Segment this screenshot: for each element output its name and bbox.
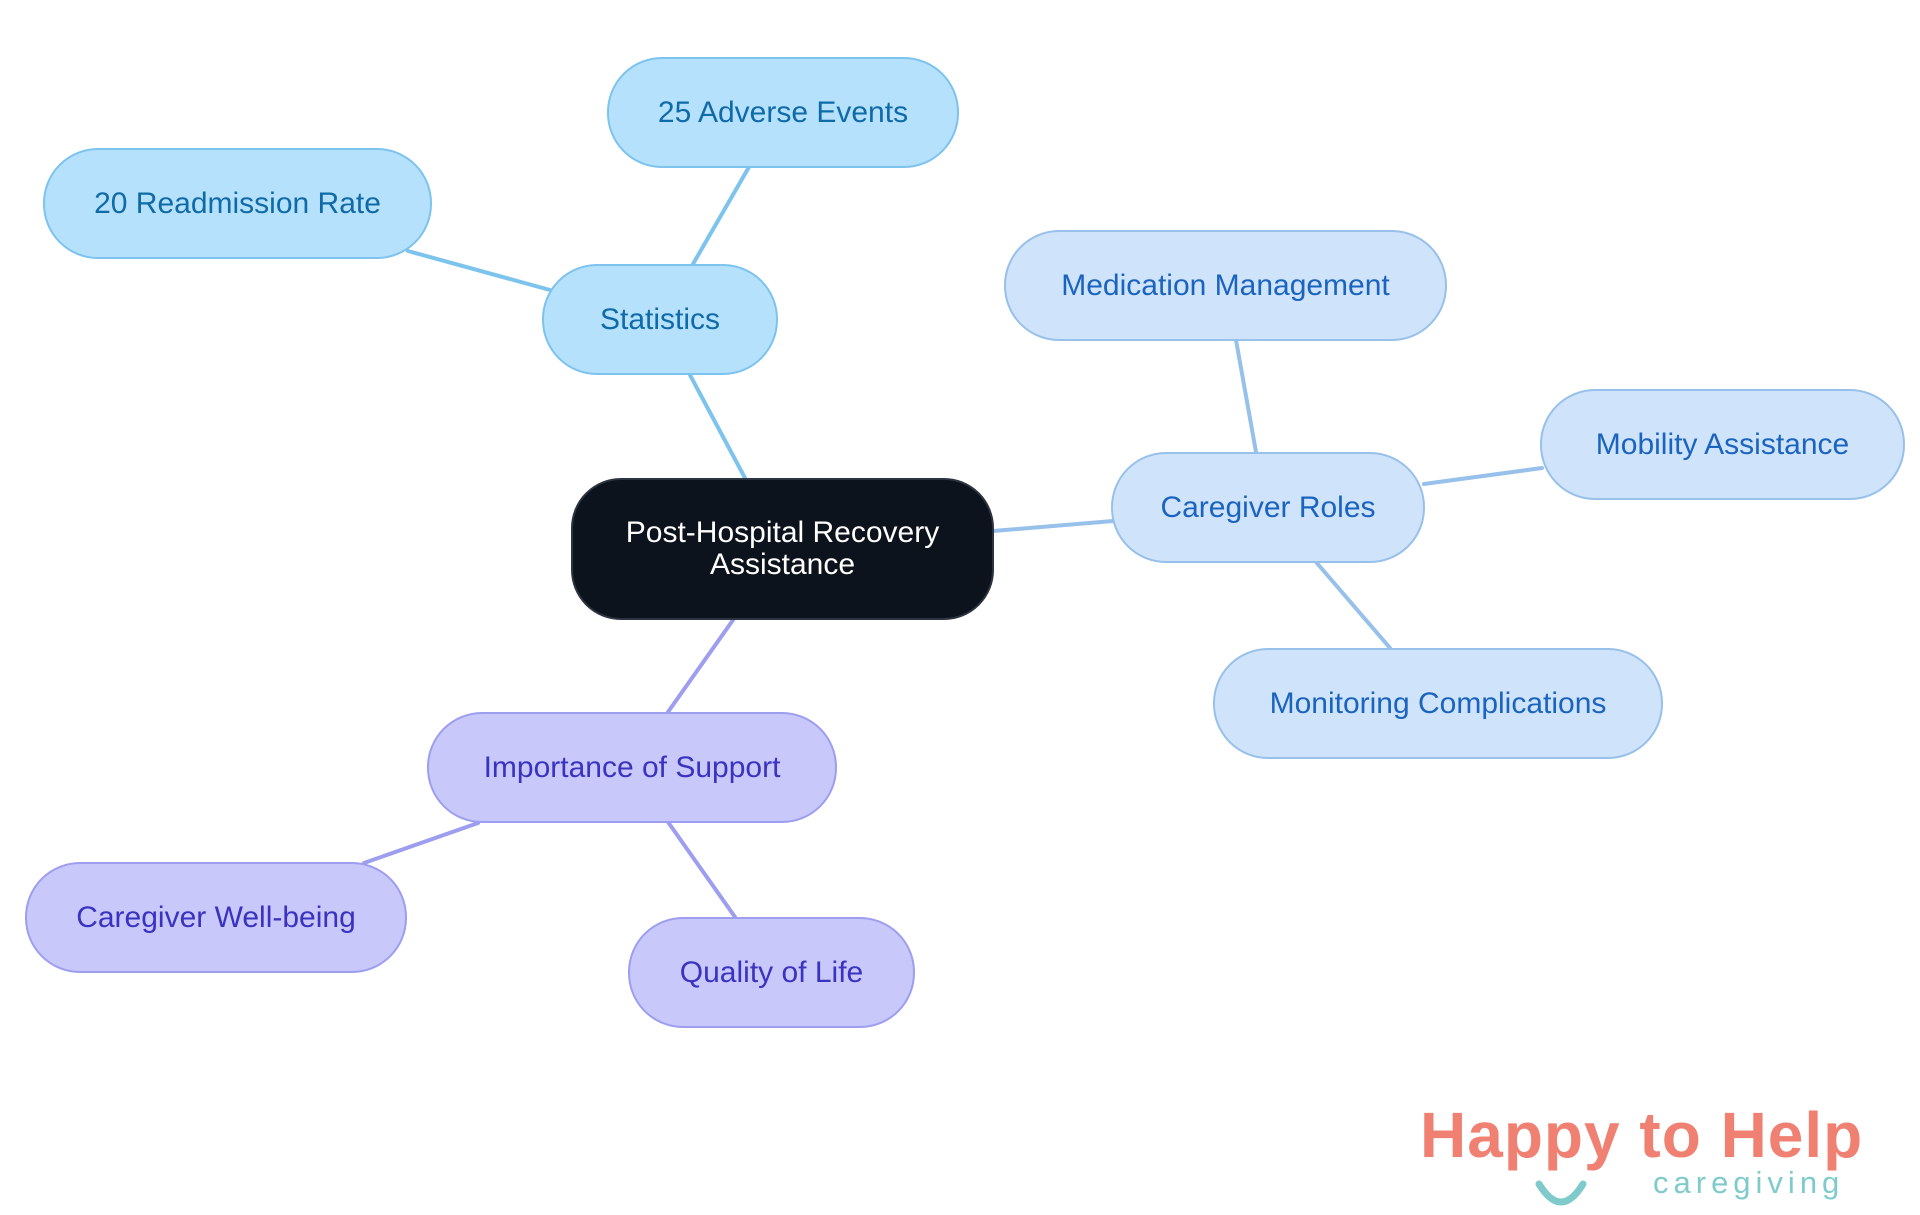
node-readmission-rate-label: 20 Readmission Rate (94, 186, 381, 220)
edge-caregiver-monitoring (1314, 560, 1392, 650)
node-caregiver-roles[interactable]: Caregiver Roles (1111, 452, 1425, 563)
node-adverse-events[interactable]: 25 Adverse Events (607, 57, 959, 168)
node-mobility-assistance-label: Mobility Assistance (1595, 427, 1850, 461)
root-label-line2: Assistance (709, 548, 856, 581)
edge-caregiver-medication (1234, 338, 1258, 454)
node-readmission-rate[interactable]: 20 Readmission Rate (43, 148, 432, 259)
edge-statistics-readmission-rate (406, 249, 552, 292)
node-adverse-events-label: 25 Adverse Events (657, 95, 909, 129)
edge-support-quality (666, 820, 737, 919)
root-label-line1: Post-Hospital Recovery (625, 516, 940, 549)
happy-to-help-logo: Happy to Help caregiving (1420, 1100, 1890, 1210)
node-statistics[interactable]: Statistics (542, 264, 778, 375)
node-importance-of-support[interactable]: Importance of Support (427, 712, 837, 823)
node-monitoring-complications[interactable]: Monitoring Complications (1213, 648, 1663, 759)
root-node[interactable]: Post-Hospital Recovery Assistance (571, 478, 994, 620)
node-medication-management[interactable]: Medication Management (1004, 230, 1447, 341)
edge-support-wellbeing (362, 821, 480, 865)
logo-smile-icon (1535, 1180, 1587, 1206)
edge-caregiver-mobility (1422, 466, 1544, 486)
node-medication-management-label: Medication Management (1061, 268, 1390, 302)
logo-main-text: Happy to Help (1420, 1099, 1864, 1171)
node-monitoring-complications-label: Monitoring Complications (1269, 686, 1607, 720)
edge-root-statistics (688, 373, 747, 480)
node-statistics-label: Statistics (599, 302, 721, 336)
node-caregiver-wellbeing-label: Caregiver Well-being (76, 900, 356, 934)
node-mobility-assistance[interactable]: Mobility Assistance (1540, 389, 1905, 500)
node-importance-of-support-label: Importance of Support (483, 750, 781, 784)
node-caregiver-roles-label: Caregiver Roles (1160, 490, 1376, 524)
edge-statistics-adverse-events (691, 165, 751, 266)
edge-root-caregiver-roles (991, 519, 1115, 533)
root-node-label: Post-Hospital Recovery Assistance (626, 517, 939, 581)
edge-root-support (666, 618, 735, 714)
node-quality-of-life[interactable]: Quality of Life (628, 917, 915, 1028)
logo-sub-text: caregiving (1653, 1165, 1845, 1200)
node-caregiver-wellbeing[interactable]: Caregiver Well-being (25, 862, 407, 973)
node-quality-of-life-label: Quality of Life (679, 955, 864, 989)
